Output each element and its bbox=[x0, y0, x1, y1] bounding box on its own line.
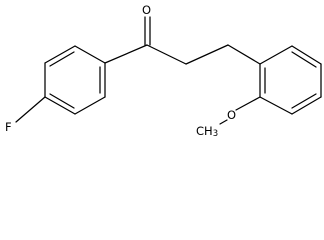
ring1-bond bbox=[44, 96, 76, 115]
carbonyl-oxygen-label: O bbox=[142, 3, 151, 17]
ring1-bond bbox=[74, 45, 106, 64]
ring1-bond bbox=[74, 96, 106, 115]
fluorine-label: F bbox=[5, 120, 12, 134]
ring2-double-bond bbox=[291, 93, 317, 109]
fluorophenyl-ring bbox=[44, 45, 106, 115]
aryl-carbonyl-bond bbox=[104, 44, 148, 64]
structure-canvas: F O O CH3 bbox=[5, 3, 322, 138]
ring1-double-bond bbox=[49, 51, 75, 67]
ring2-bond bbox=[259, 96, 293, 115]
methyl-subscript: 3 bbox=[213, 129, 218, 138]
ring1-bond bbox=[44, 45, 76, 64]
c-f-bond bbox=[15, 96, 46, 123]
o-methyl-bond bbox=[219, 119, 228, 125]
ring1-double-bond bbox=[49, 93, 75, 109]
ring2-bond bbox=[291, 96, 322, 115]
chain-bond bbox=[185, 44, 229, 65]
aryl-o-bond bbox=[235, 96, 261, 111]
molecule-diagram: F O O CH3 bbox=[5, 3, 322, 138]
methyl-ch: CH bbox=[196, 124, 213, 138]
ring2-double-bond bbox=[291, 51, 317, 68]
ring2-bond bbox=[291, 45, 322, 65]
methoxyphenyl-ring bbox=[259, 45, 322, 115]
chain-aryl-bond bbox=[227, 44, 261, 65]
methyl-label: CH3 bbox=[196, 124, 218, 138]
ring2-bond bbox=[259, 45, 293, 65]
methoxy-oxygen-label: O bbox=[227, 108, 236, 122]
chain-bond bbox=[146, 44, 187, 65]
